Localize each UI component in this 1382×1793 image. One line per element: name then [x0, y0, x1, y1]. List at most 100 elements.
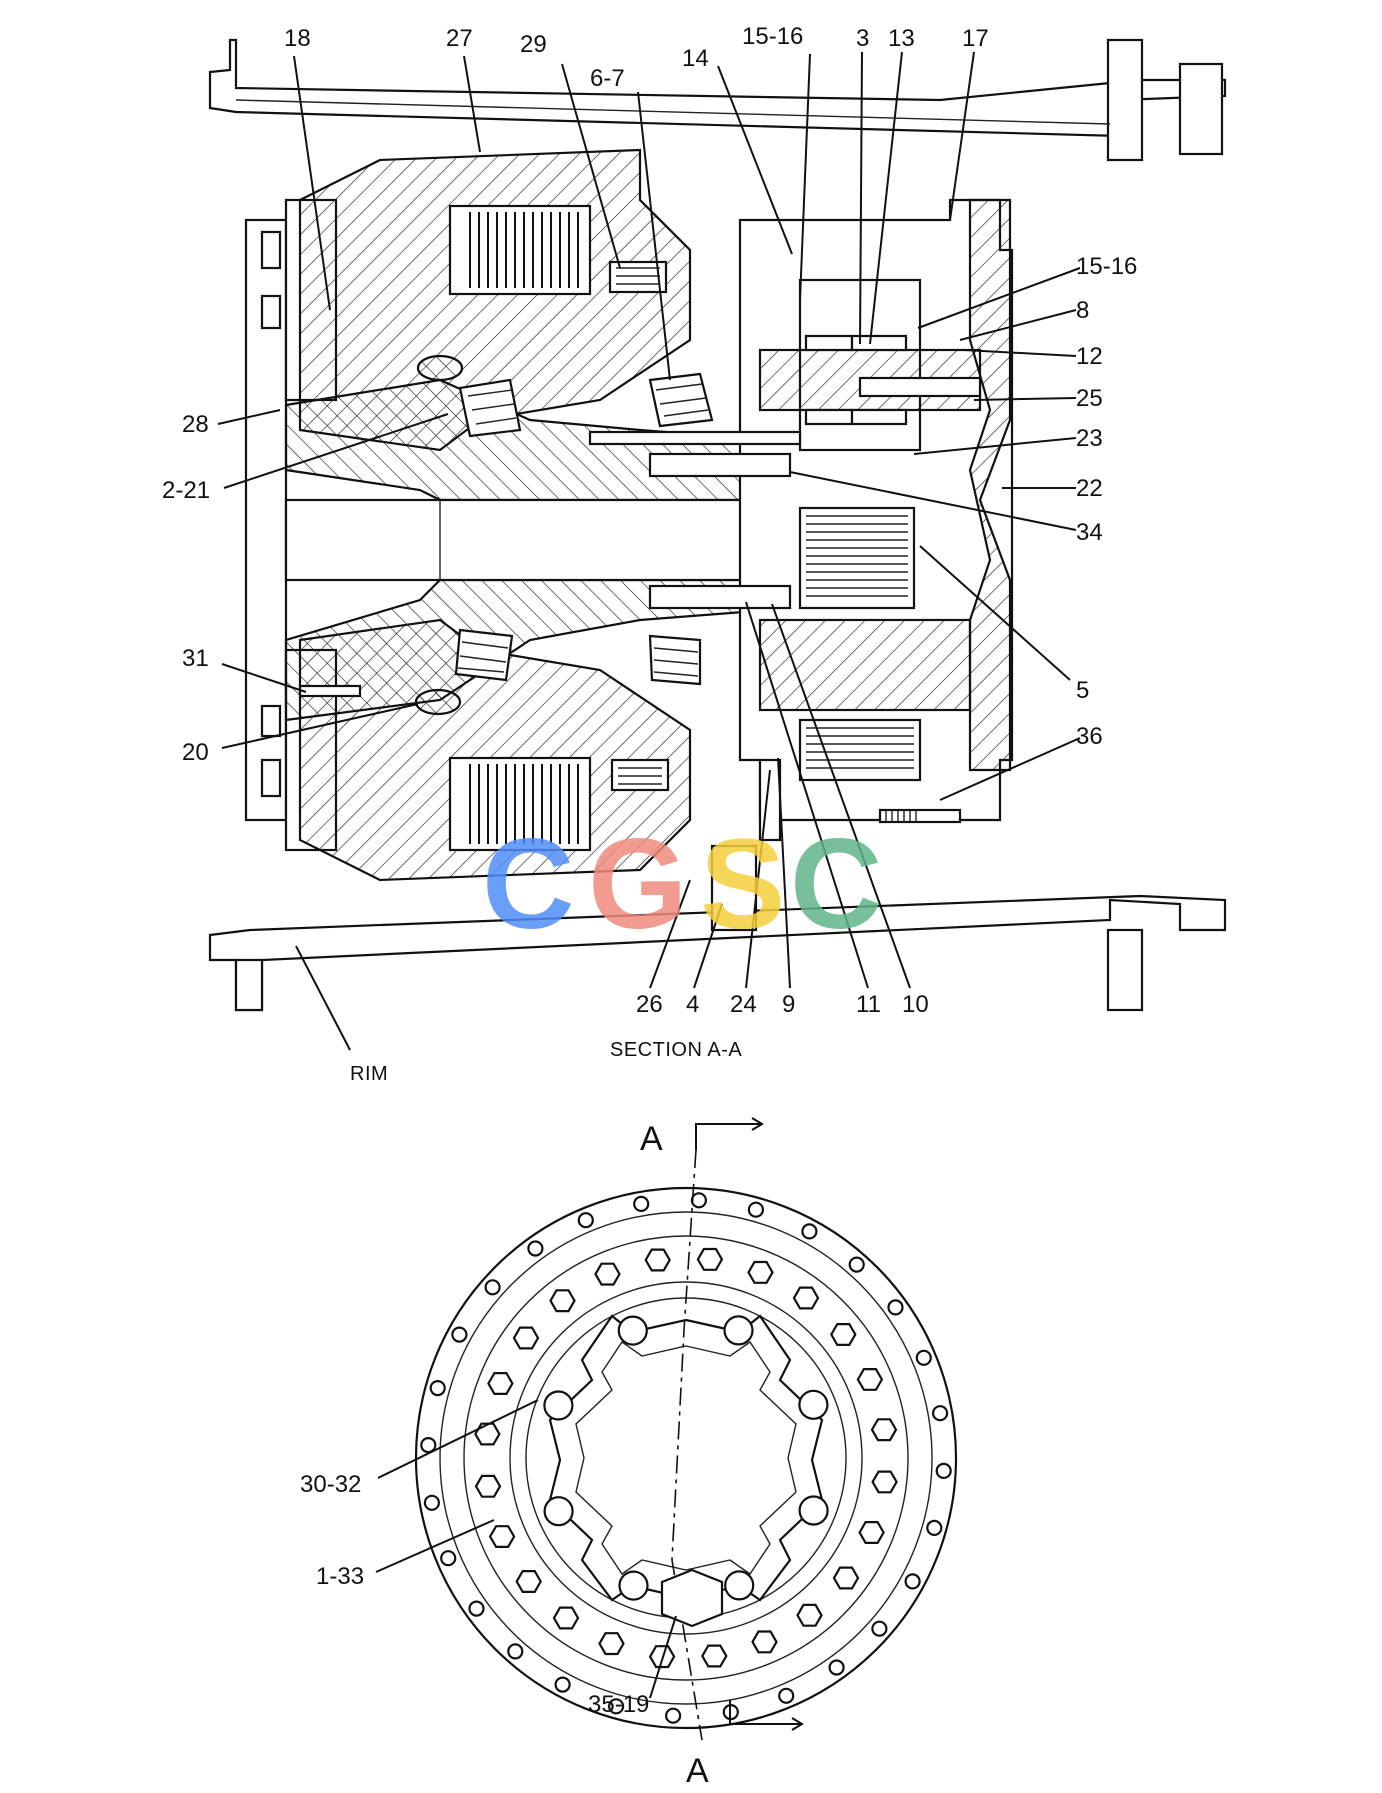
- inner-bolt-heads: [474, 1247, 898, 1669]
- wheel-bolt-head: [598, 1632, 625, 1656]
- planet-gear-lower: [758, 618, 972, 712]
- bearing-lower-29: [610, 758, 670, 792]
- bearing-upper-outer: [648, 372, 714, 428]
- watermark: C G S C: [482, 813, 882, 956]
- seal-lower-20: [414, 688, 462, 716]
- rim-bolt-hole: [747, 1201, 765, 1218]
- wheel-bolt-head: [549, 1289, 576, 1313]
- rim-label: RIM: [350, 1063, 388, 1085]
- bearing-upper-inner: [458, 378, 522, 438]
- callout-9: 9: [782, 991, 795, 1018]
- wheel-bolt-head: [644, 1248, 671, 1272]
- section-arrowhead-bottom: [791, 1717, 804, 1731]
- callout-36: 36: [1076, 723, 1103, 750]
- rim-bolt-hole: [420, 1436, 437, 1454]
- wheel-bolt-head: [832, 1566, 860, 1590]
- bearing-lower-outer: [648, 634, 702, 686]
- callout-6-7: 6-7: [590, 65, 625, 92]
- rim-bolt-hole: [429, 1379, 446, 1397]
- wheel-bolt-head: [856, 1367, 884, 1391]
- callout-8: 8: [1076, 297, 1089, 324]
- planet-bearing-upper-c: [804, 408, 854, 426]
- callout-34: 34: [1076, 519, 1103, 546]
- callout-12: 12: [1076, 343, 1103, 370]
- wheel-bolt-head: [552, 1606, 580, 1630]
- callout-17: 17: [962, 25, 989, 52]
- rim-bolt-hole: [904, 1573, 921, 1590]
- wheel-bolt-head: [594, 1262, 621, 1286]
- rim-bolt-hole: [848, 1256, 865, 1273]
- wheel-bolt-head: [474, 1474, 502, 1498]
- spindle-star: [548, 1314, 824, 1602]
- lower-disc-stack: [798, 718, 922, 782]
- bolt-ring-inner: [509, 1281, 863, 1635]
- callout-28: 28: [182, 411, 209, 438]
- watermark-letter-1: C: [482, 813, 574, 956]
- bearing-lower-inner: [454, 628, 514, 682]
- callout-14: 14: [682, 45, 709, 72]
- callout-29: 29: [520, 31, 547, 58]
- callout-23: 23: [1076, 425, 1103, 452]
- callout-30-32: 30-32: [300, 1471, 361, 1498]
- rim-bolt-hole: [778, 1687, 795, 1704]
- watermark-letter-3: S: [700, 813, 785, 956]
- wheel-bolt-head: [870, 1418, 898, 1442]
- callout-15-16-right: 15-16: [1076, 253, 1137, 280]
- disc-pack-upper-fill: [462, 212, 580, 288]
- end-view: A A 30-32 1-33 35-19: [300, 1117, 958, 1790]
- hub-bolt-head: [617, 1315, 648, 1346]
- hub-bolt-head: [798, 1389, 829, 1420]
- section-line: [671, 1149, 703, 1741]
- rim-bolt-hole: [484, 1279, 501, 1296]
- callout-24: 24: [730, 991, 757, 1018]
- spindle-star-inner: [575, 1341, 797, 1575]
- section-mark-bottom: A: [686, 1752, 709, 1790]
- rim-bolt-hole: [507, 1643, 524, 1660]
- rim-bolt-hole: [607, 1698, 625, 1715]
- callout-2-21: 2-21: [162, 477, 210, 504]
- section-arrow-bottom: [729, 1700, 800, 1725]
- seal-upper: [416, 354, 464, 382]
- rim-bolt-hole: [423, 1494, 440, 1511]
- rim-bolt-hole: [554, 1676, 571, 1693]
- callout-5: 5: [1076, 677, 1089, 704]
- rim-bolt-hole: [527, 1240, 544, 1257]
- hub-bolt-head: [723, 1315, 754, 1346]
- wheel-bolt-head: [796, 1603, 823, 1627]
- bolt-36: [878, 808, 962, 824]
- rim-bolt-hole: [915, 1349, 932, 1366]
- watermark-letter-2: G: [588, 813, 688, 956]
- outer-rim-inner-circle: [439, 1211, 933, 1705]
- section-mark-top: A: [640, 1120, 663, 1158]
- wheel-bolt-head: [747, 1260, 774, 1284]
- spindle-bore: [284, 498, 758, 582]
- callout-20: 20: [182, 739, 209, 766]
- section-arrowhead-top: [751, 1117, 764, 1131]
- wheel-bolt-head: [751, 1630, 778, 1654]
- disc-pack-lower-fill: [462, 764, 580, 844]
- coupling-34: [648, 452, 792, 478]
- carrier-cover-22: [968, 198, 1012, 772]
- end-view-leaders: [375, 1399, 677, 1699]
- wheel-bolt-head: [515, 1569, 542, 1594]
- rim-bolt-hole: [468, 1600, 485, 1617]
- callout-labels: 18 27 29 6-7 14 15-16 3 13 17 15-16 8 12…: [162, 23, 1137, 1018]
- planet-bearing-upper-b: [850, 334, 908, 352]
- rim-bolt-hole: [633, 1195, 650, 1213]
- callout-35-19: 35-19: [588, 1691, 649, 1718]
- rim-bolt-hole: [690, 1192, 708, 1209]
- wheel-bolt-head: [792, 1286, 820, 1310]
- planet-pin-25: [858, 376, 982, 398]
- wheel-bolt-head: [701, 1644, 728, 1668]
- bolt-ring-outer: [463, 1235, 909, 1681]
- rim-bolt-hole: [871, 1620, 888, 1637]
- callout-3: 3: [856, 25, 869, 52]
- rim-top: [208, 38, 1227, 162]
- hub-bolt-head: [543, 1496, 574, 1527]
- rim-bolt-hole: [887, 1299, 904, 1316]
- watermark-letter-4: C: [790, 813, 882, 956]
- wheel-bolt-head: [871, 1470, 898, 1494]
- wheel-bolt-head: [512, 1326, 540, 1350]
- hub-bolt-head: [543, 1390, 574, 1421]
